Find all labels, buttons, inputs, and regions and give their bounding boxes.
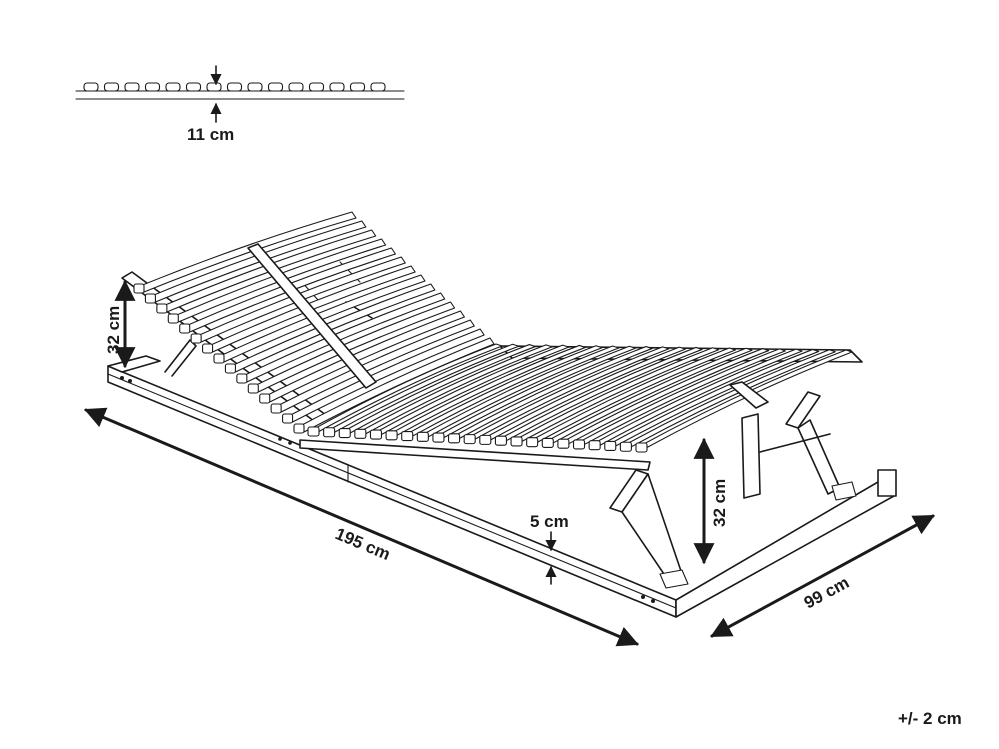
head-slat [276,319,475,413]
slat-profile [288,82,304,92]
slat-end-cap [144,293,156,304]
length-label: 195 cm [332,524,393,564]
slat-end-cap [323,427,336,438]
body-slat [623,349,836,448]
slat-profile [144,82,161,92]
slat-spacing-label: 11 cm [187,125,234,144]
slat-end-cap [479,434,492,445]
slat-profile [124,82,140,92]
frame-height-label: 5 cm [530,512,569,531]
slat-end-cap [463,434,476,445]
slat-profile [226,82,243,92]
body-slat [639,349,853,449]
slat-end-cap [635,442,648,453]
head-slat [288,328,485,423]
slat-profile [247,82,263,92]
slat-end-cap [604,440,617,452]
slat-end-cap [526,437,539,448]
width-label: 99 cm [801,573,852,613]
slat-end-cap [369,429,383,440]
slat-end-cap [619,441,632,452]
slat-end-cap [259,393,271,404]
dimension-foot-raise: 32 cm [693,437,729,565]
slat-end-cap [213,353,225,364]
slat-end-cap [494,435,507,446]
dimension-frame-height: 5 cm [530,512,569,585]
head-slat [242,292,446,383]
slat-end-cap [247,383,259,394]
slat-end-cap [416,431,429,442]
dimension-head-raise: 32 cm [104,279,136,369]
slat-end-cap [190,333,202,344]
slat-end-cap [133,283,145,294]
slat-end-cap [572,439,586,450]
slat-profile [308,82,325,92]
tolerance-label: +/- 2 cm [898,709,962,728]
body-section [299,343,863,499]
slat-end-cap [385,430,398,441]
slat-profile [267,82,284,92]
slat-end-cap [588,440,601,451]
slat-end-cap [432,432,445,443]
slat-end-cap [282,413,294,424]
slat-profile [206,82,222,92]
slat-end-cap [270,403,282,414]
slat-profile [103,82,120,92]
slat-end-cap [557,438,570,449]
slat-profile-row [83,82,386,92]
slat-end-cap [179,323,191,334]
slat-end-cap [541,437,554,448]
slat-end-cap [167,313,179,324]
foot-raise-label: 32 cm [710,479,729,527]
slat-profile [349,82,366,92]
slat-end-cap [448,433,461,444]
slat-end-cap [236,373,248,384]
head-slat [230,283,436,373]
slat-end-cap [293,423,305,434]
head-slat [139,211,357,293]
foot-lift-mechanism [609,391,857,589]
slat-end-cap [338,427,351,439]
head-slat [265,310,465,403]
slat-end-cap [156,303,168,314]
slat-cross-section-detail: 11 cm [75,65,405,144]
head-raise-label: 32 cm [104,306,123,354]
slat-end-cap [307,426,320,437]
slat-end-cap [401,431,414,442]
slat-end-cap [224,363,236,374]
slat-profile [370,82,386,92]
head-slat [253,301,456,393]
slat-profile [185,82,202,92]
slat-profile [83,82,99,92]
slat-profile [329,82,345,92]
slat-end-cap [202,343,214,354]
slat-end-cap [354,428,367,439]
slat-profile [165,82,181,92]
slat-end-cap [510,436,523,447]
